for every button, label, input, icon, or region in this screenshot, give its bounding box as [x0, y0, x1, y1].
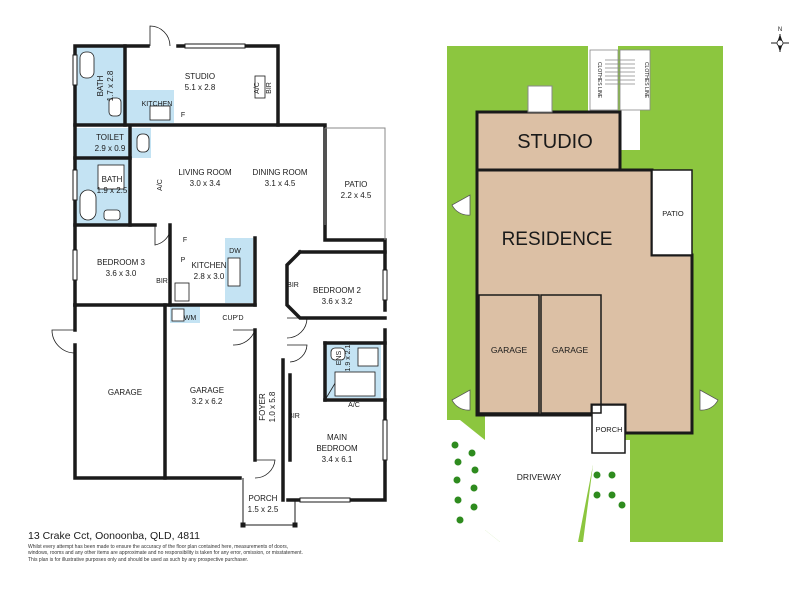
site-garage-outlines: [478, 294, 602, 414]
label-bath: BATH: [102, 175, 123, 184]
size-bedroom2: 3.6 x 3.2: [322, 297, 353, 306]
disclaimer-line-1: Whilst every attempt has been made to en…: [28, 544, 289, 550]
property-address: 13 Crake Cct, Oonoonba, QLD, 4811: [28, 530, 200, 542]
kitchen-sink-icon: [227, 257, 241, 287]
trees: [451, 441, 626, 524]
site-steps: [527, 85, 553, 113]
footer: 13 Crake Cct, Oonoonba, QLD, 4811 Whilst…: [28, 530, 388, 563]
label-bedroom3: BEDROOM 3: [97, 258, 146, 267]
size-studio: 5.1 x 2.8: [185, 83, 216, 92]
label-living: LIVING ROOM: [178, 168, 232, 177]
studio-ac-icon: [254, 75, 266, 99]
basin-icon: [103, 209, 121, 221]
label-bir-bed2: BIR: [287, 282, 299, 289]
site-gates: [451, 194, 719, 411]
north-arrow-icon: [771, 34, 789, 52]
label-ac-main: A/C: [348, 402, 360, 409]
cooktop-icon: [174, 282, 190, 302]
label-wm: WM: [184, 315, 197, 322]
sink-icon: [149, 105, 171, 121]
disclaimer-line-3: This plan is for illustrative purposes o…: [28, 556, 249, 563]
size-porch: 1.5 x 2.5: [248, 505, 279, 514]
label-dining: DINING ROOM: [252, 168, 307, 177]
site-patio: [651, 169, 693, 256]
label-toilet: TOILET: [96, 133, 124, 142]
site-label-garage-2: GARAGE: [552, 345, 589, 355]
north-label: N: [778, 27, 782, 33]
bath-tub-top-icon: [79, 51, 95, 79]
label-foyer: FOYER: [258, 393, 267, 421]
size-garage: 3.2 x 6.2: [192, 397, 223, 406]
shower-icon: [97, 164, 125, 190]
label-cupd: CUP'D: [222, 315, 243, 322]
floor-plan: STUDIO 5.1 x 2.8 KITCHEN F A/C BIR BATH …: [51, 25, 388, 528]
label-kitchenette: KITCHEN: [142, 101, 173, 108]
clothes-line-label-left: CLOTHES LINE: [596, 62, 602, 99]
site-label-driveway: DRIVEWAY: [517, 472, 562, 482]
room-labels: STUDIO 5.1 x 2.8 KITCHEN F A/C BIR BATH …: [95, 70, 372, 514]
label-ac-studio: A/C: [254, 82, 261, 94]
size-bath: 1.9 x 2.5: [97, 186, 128, 195]
label-garage: GARAGE: [190, 386, 224, 395]
label-dishwasher: DW: [229, 248, 241, 255]
disclaimer: Whilst every attempt has been made to en…: [28, 544, 388, 563]
label-bir-main: BIR: [288, 413, 300, 420]
ensuite-vanity-icon: [334, 371, 376, 397]
bath-tub-icon: [79, 189, 97, 221]
size-toilet: 2.9 x 0.9: [95, 144, 126, 153]
site-label-residence: RESIDENCE: [502, 229, 613, 250]
site-label-porch: PORCH: [595, 425, 622, 434]
site-plan: CLOTHES LINE CLOTHES LINE STUDIO RESIDEN…: [447, 27, 789, 542]
size-foyer: 1.0 x 5.8: [268, 391, 277, 422]
label-fridge: F: [183, 237, 187, 244]
label-bedroom2: BEDROOM 2: [313, 286, 362, 295]
size-dining: 3.1 x 4.5: [265, 179, 296, 188]
ensuite-shower-icon: [357, 347, 379, 367]
label-bir-bed3: BIR: [156, 278, 168, 285]
label-bir-studio: BIR: [266, 82, 273, 94]
toilet-icon: [136, 133, 150, 153]
label-pantry: P: [181, 257, 186, 264]
size-patio: 2.2 x 4.5: [341, 191, 372, 200]
label-bath-top: BATH: [96, 75, 105, 96]
site-studio: [475, 110, 622, 172]
clothes-line-label-right: CLOTHES LINE: [643, 62, 649, 99]
windows: [72, 43, 388, 503]
label-main-bedroom-1: MAIN: [327, 433, 347, 442]
label-kitchen: KITCHEN: [191, 261, 226, 270]
door-swings: [51, 25, 341, 479]
size-kitchen: 2.8 x 3.0: [194, 272, 225, 281]
label-fridge-studio: F: [181, 112, 185, 119]
clothes-line-area: [589, 49, 651, 111]
site-label-studio: STUDIO: [517, 131, 593, 153]
disclaimer-line-2: windows, rooms and any other items are a…: [28, 550, 303, 557]
size-bedroom3: 3.6 x 3.0: [106, 269, 137, 278]
site-label-garage-1: GARAGE: [491, 345, 528, 355]
size-bath-top: 1.7 x 2.8: [106, 70, 115, 101]
label-patio: PATIO: [345, 180, 368, 189]
label-main-bedroom-2: BEDROOM: [316, 444, 358, 453]
label-ens: ENS: [336, 350, 343, 365]
site-label-patio: PATIO: [662, 209, 684, 218]
porch-outline: [240, 478, 298, 528]
fixtures: [79, 51, 379, 397]
label-studio: STUDIO: [185, 72, 215, 81]
label-ac-living: A/C: [157, 179, 164, 191]
ensuite-toilet-icon: [330, 347, 346, 361]
label-porch: PORCH: [249, 494, 278, 503]
size-ens: 1.9 x 2.1: [345, 344, 352, 371]
toilet-top-icon: [108, 97, 122, 117]
size-main-bedroom: 3.4 x 6.1: [322, 455, 353, 464]
washer-icon: [171, 308, 185, 322]
size-living: 3.0 x 3.4: [190, 179, 221, 188]
label-garage-left: GARAGE: [108, 388, 142, 397]
patio-outline: [324, 127, 386, 240]
